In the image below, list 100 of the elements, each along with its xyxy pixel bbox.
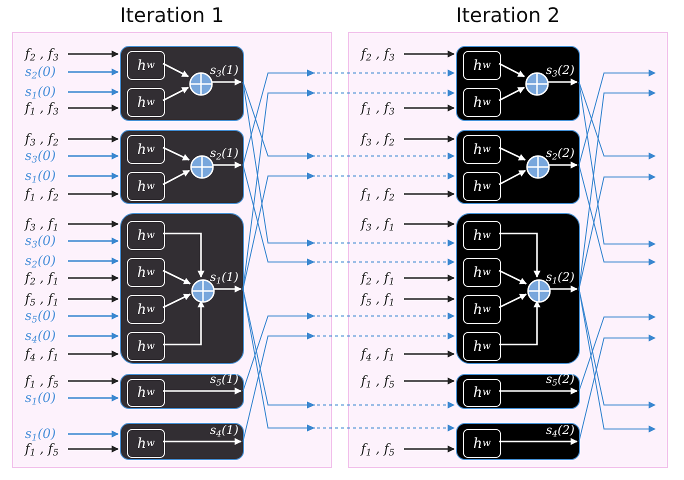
arrow (404, 378, 455, 384)
arrow (68, 332, 119, 340)
input-label: f$_{4}$ , f$_{1}$ (25, 346, 67, 364)
input-label: f$_{1}$ , f$_{3}$ (25, 100, 67, 118)
input-label: s$_{1}$(0) (25, 84, 67, 102)
edge-label: s$_{5}$(1) (210, 372, 239, 386)
arrow (68, 220, 119, 228)
arrow (68, 274, 119, 282)
arrow (211, 78, 242, 86)
arrow (404, 190, 455, 198)
arrow (163, 232, 204, 278)
arrow (548, 162, 578, 168)
layer-block (120, 46, 244, 121)
arrow (242, 288, 455, 408)
arrow (162, 294, 191, 308)
arrow (578, 164, 656, 266)
arrow (578, 70, 656, 166)
layer-block (120, 213, 244, 364)
input-label: f$_{2}$ , f$_{3}$ (25, 46, 67, 64)
arrow (242, 164, 455, 266)
arrow (404, 446, 455, 452)
layer-block (456, 130, 580, 204)
arrow (242, 82, 455, 246)
arrow (68, 172, 119, 180)
arrow (68, 312, 119, 320)
arrow (404, 50, 455, 58)
arrow (242, 332, 455, 442)
edge-label: s$_{2}$(2) (546, 146, 575, 160)
input-label: f$_{1}$ , f$_{5}$ (361, 373, 403, 391)
arrow (212, 162, 242, 168)
arrow (68, 296, 119, 302)
input-label: f$_{3}$ , f$_{1}$ (361, 216, 403, 234)
input-label: f$_{2}$ , f$_{1}$ (25, 270, 67, 288)
edge-label: s$_{4}$(1) (210, 422, 239, 436)
arrow (242, 90, 455, 290)
input-label: s$_{3}$(0) (25, 233, 67, 251)
arrow (162, 86, 189, 102)
input-label: s$_{2}$(0) (25, 64, 67, 82)
arrow (578, 90, 656, 290)
arrow (242, 312, 455, 392)
input-label: s$_{5}$(0) (25, 308, 67, 326)
arrow (68, 190, 119, 198)
arrow (68, 88, 119, 96)
arrow (68, 430, 119, 438)
arrow (578, 82, 656, 160)
input-label: f$_{3}$ , f$_{1}$ (25, 216, 67, 234)
arrow (404, 220, 455, 228)
arrow (404, 104, 455, 112)
input-label: s$_{1}$(0) (25, 426, 67, 444)
input-label: f$_{2}$ , f$_{3}$ (361, 46, 403, 64)
input-label: f$_{1}$ , f$_{5}$ (25, 441, 67, 459)
layer-block (456, 374, 580, 409)
arrow (68, 104, 119, 112)
arrow (404, 136, 455, 142)
input-label: f$_{1}$ , f$_{5}$ (361, 441, 403, 459)
arrow (578, 82, 656, 248)
input-label: s$_{1}$(0) (25, 168, 67, 186)
arrow (578, 334, 656, 442)
input-label: s$_{2}$(0) (25, 253, 67, 271)
arrow (242, 70, 455, 166)
arrow (68, 136, 119, 142)
arrow (162, 170, 190, 186)
edge-label: s$_{4}$(2) (546, 422, 575, 436)
arrow (162, 62, 189, 78)
arrow (578, 288, 656, 408)
arrow (162, 270, 191, 284)
arrow (547, 78, 578, 86)
arrow (498, 270, 527, 284)
arrow (499, 300, 540, 346)
input-label: f$_{1}$ , f$_{2}$ (25, 186, 67, 204)
input-label: f$_{5}$ , f$_{1}$ (25, 291, 67, 309)
arrow (499, 438, 578, 445)
arrow (498, 146, 526, 161)
edge-label: s$_{3}$(2) (546, 63, 575, 77)
layer-block (120, 423, 244, 460)
arrow (499, 232, 540, 278)
arrow (242, 82, 455, 160)
input-label: f$_{2}$ , f$_{1}$ (361, 270, 403, 288)
edge-label: s$_{3}$(1) (210, 63, 239, 77)
arrow (498, 170, 526, 186)
arrow (213, 286, 242, 292)
arrow (162, 146, 190, 161)
arrow (68, 50, 119, 58)
layer-block (120, 374, 244, 409)
arrow (68, 394, 119, 402)
arrow (163, 438, 242, 445)
arrow (68, 68, 119, 76)
arrow (404, 350, 455, 358)
arrow (578, 174, 656, 290)
input-label: f$_{1}$ , f$_{5}$ (25, 373, 67, 391)
arrow (404, 274, 455, 282)
arrow (163, 300, 204, 346)
arrow (578, 288, 656, 432)
arrow (404, 296, 455, 302)
arrow (498, 86, 525, 102)
arrow (68, 238, 119, 244)
edge-label: s$_{1}$(2) (546, 270, 575, 284)
arrow (498, 62, 525, 78)
arrow (68, 258, 119, 264)
edge-label: s$_{5}$(2) (546, 372, 575, 386)
